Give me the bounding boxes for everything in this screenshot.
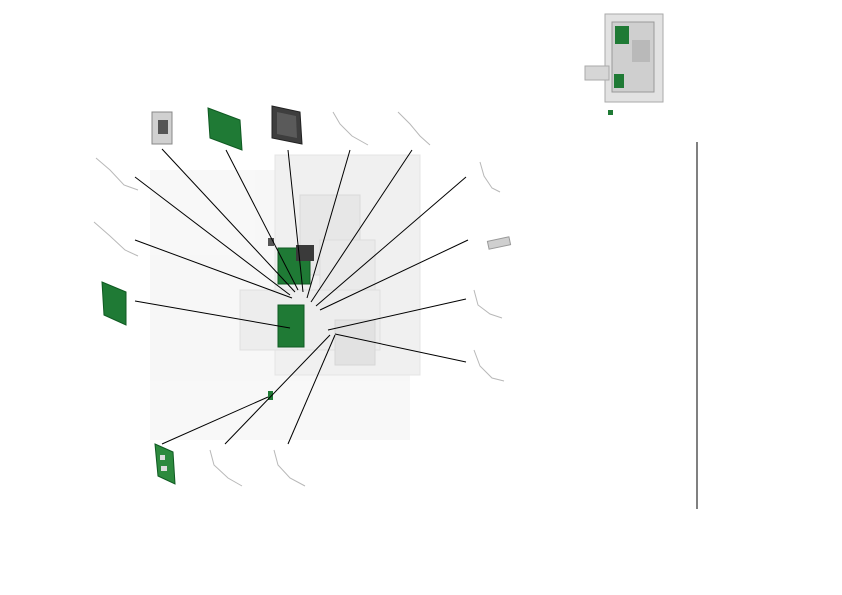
cable-harness-top-2 xyxy=(397,111,431,146)
leader-line xyxy=(161,396,269,445)
pcb-board-left xyxy=(101,281,127,326)
leader-line xyxy=(319,239,469,311)
display-panel xyxy=(271,105,303,145)
cable-harness-top-1 xyxy=(332,111,369,146)
leader-line xyxy=(287,149,304,293)
cable-harness-left-upper xyxy=(95,157,139,191)
cable-harness-right-1 xyxy=(479,161,501,193)
assembly-small-part xyxy=(268,238,274,246)
cable-harness-bottom-2 xyxy=(273,449,306,487)
pcb-board-top xyxy=(207,107,243,151)
cable-harness-right-3 xyxy=(473,349,505,382)
leader-line xyxy=(134,239,293,299)
assembly-small-pcb xyxy=(268,391,273,400)
power-supply-module xyxy=(151,111,173,145)
leader-line xyxy=(134,176,291,296)
cable-harness-right-2 xyxy=(473,289,503,319)
leader-line xyxy=(334,333,467,363)
leader-line xyxy=(287,334,336,445)
leader-line xyxy=(224,334,331,445)
assembly-pcb-lower xyxy=(277,304,305,348)
leader-line xyxy=(310,149,413,303)
small-pcb-bottom xyxy=(154,443,176,485)
cable-harnesses xyxy=(93,111,505,487)
cable-harness-bottom-1 xyxy=(209,449,243,487)
connector-strip xyxy=(486,236,512,250)
assembly-thumbnail xyxy=(584,13,664,115)
ghost-assembly xyxy=(150,154,421,440)
leader-line xyxy=(161,148,296,293)
leader-line xyxy=(315,176,467,307)
leader-line xyxy=(134,300,291,329)
leader-line xyxy=(225,149,299,291)
leader-line xyxy=(327,298,467,331)
leader-lines xyxy=(134,148,469,445)
assembly-display xyxy=(296,245,314,261)
leader-line xyxy=(306,149,351,299)
cable-harness-left-middle xyxy=(93,221,139,257)
